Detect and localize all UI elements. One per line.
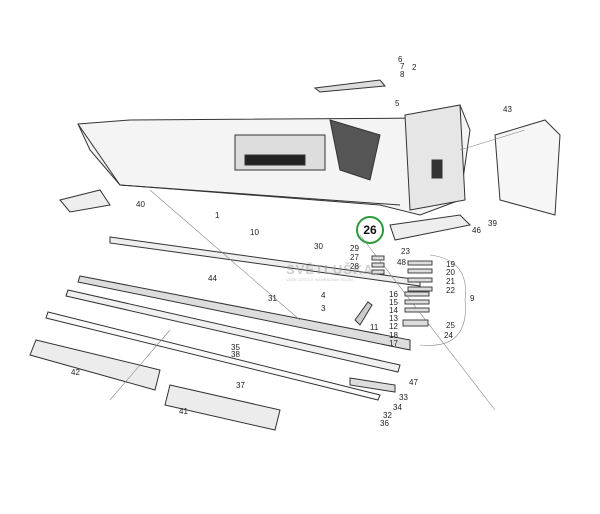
part-label[interactable]: 10 (250, 228, 259, 237)
part-label[interactable]: 5 (395, 99, 400, 108)
finger-11 (354, 301, 373, 326)
part-label[interactable]: 46 (472, 226, 481, 235)
part-label[interactable]: 32 (383, 411, 392, 420)
part-label[interactable]: 28 (350, 262, 359, 271)
divider-left-40 (59, 189, 111, 213)
part-label[interactable]: 36 (380, 419, 389, 428)
part-label[interactable]: 9 (470, 294, 475, 303)
part-label[interactable]: 3 (321, 304, 326, 313)
part-46 (389, 214, 472, 241)
part-label[interactable]: 17 (389, 339, 398, 348)
part-label[interactable]: 47 (409, 378, 418, 387)
part-label[interactable]: 39 (488, 219, 497, 228)
part-label[interactable]: 44 (208, 274, 217, 283)
part-label[interactable]: 23 (401, 247, 410, 256)
plate-41 (164, 384, 281, 431)
part-label[interactable]: 27 (350, 253, 359, 262)
side-panel-43 (494, 119, 561, 216)
part-label[interactable]: 19 (446, 260, 455, 269)
part-label[interactable]: 18 (389, 331, 398, 340)
bar (45, 311, 381, 401)
knife-2 (313, 79, 386, 93)
part-label[interactable]: 38 (231, 350, 240, 359)
rail (65, 289, 401, 373)
knife-bar-31 (77, 275, 411, 351)
part-label[interactable]: 43 (503, 105, 512, 114)
part-label[interactable]: 1 (215, 211, 220, 220)
plate-42 (29, 339, 161, 391)
part-label[interactable]: 35 (231, 343, 240, 352)
part-label[interactable]: 33 (399, 393, 408, 402)
part-label[interactable]: 8 (400, 70, 405, 79)
part-label[interactable]: 37 (236, 381, 245, 390)
part-label[interactable]: 25 (446, 321, 455, 330)
part-label[interactable]: 16 (389, 290, 398, 299)
part-label[interactable]: 6 (398, 55, 403, 64)
part-label[interactable]: 29 (350, 244, 359, 253)
part-label[interactable]: 4 (321, 291, 326, 300)
part-label[interactable]: 34 (393, 403, 402, 412)
part-label[interactable]: 30 (314, 242, 323, 251)
bar-10 (109, 236, 421, 287)
highlighted-part-26[interactable]: 26 (356, 216, 384, 244)
part-label[interactable]: 21 (446, 277, 455, 286)
part-label[interactable]: 12 (389, 322, 398, 331)
header-frame (77, 104, 471, 216)
part-label[interactable]: 40 (136, 200, 145, 209)
part-label[interactable]: 7 (400, 62, 405, 71)
watermark-tagline: VAŠE CESTA K NÁHRADNÍM DÍLŮM (286, 277, 353, 282)
part-47 (349, 377, 396, 393)
part-label[interactable]: 24 (444, 331, 453, 340)
part-label[interactable]: 22 (446, 286, 455, 295)
part-label[interactable]: 48 (397, 258, 406, 267)
part-label[interactable]: 31 (268, 294, 277, 303)
part-label[interactable]: 20 (446, 268, 455, 277)
part-label[interactable]: 15 (389, 298, 398, 307)
watermark-brand: SVĚTLUŠKA (286, 262, 374, 277)
part-label[interactable]: 41 (179, 407, 188, 416)
part-label[interactable]: 14 (389, 306, 398, 315)
part-label[interactable]: 2 (412, 63, 417, 72)
part-label[interactable]: 11 (370, 323, 379, 332)
part-label[interactable]: 42 (71, 368, 80, 377)
part-label[interactable]: 13 (389, 314, 398, 323)
